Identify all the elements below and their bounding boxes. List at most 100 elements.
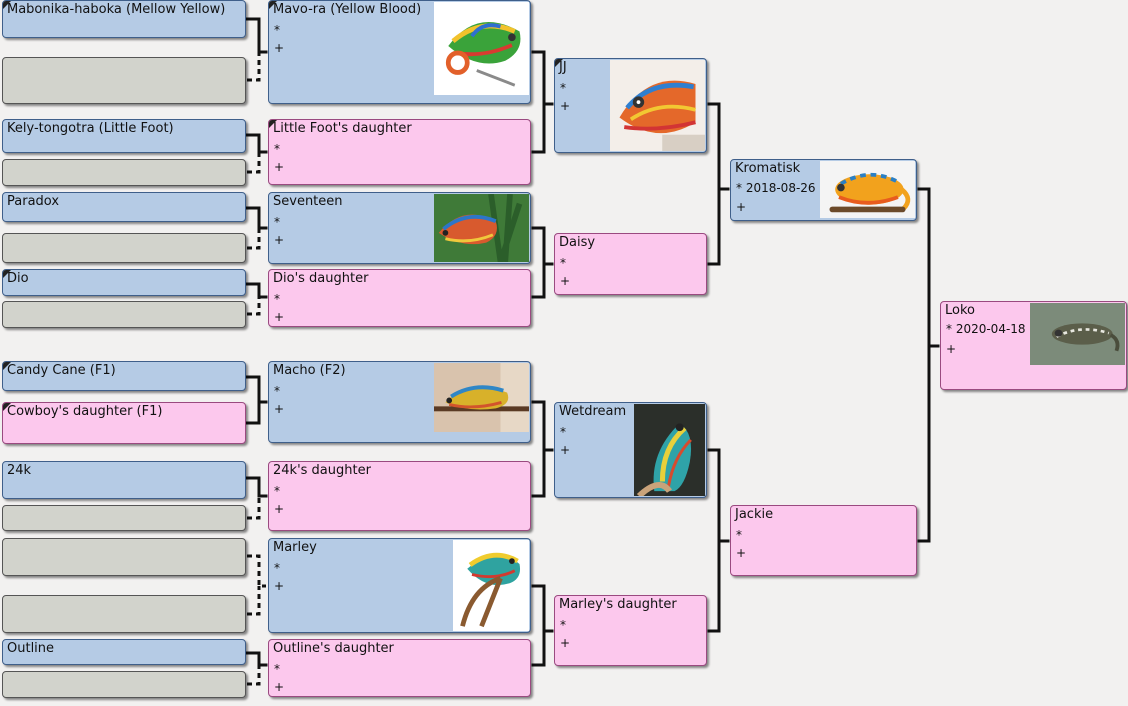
chameleon-photo <box>634 404 705 496</box>
person-name: Outline's daughter <box>273 641 394 656</box>
person-name: Marley <box>273 540 317 555</box>
birth-date: * 2020-04-18 <box>946 322 1026 336</box>
person-name: Marley's daughter <box>559 597 677 612</box>
birth-date: * 2018-08-26 <box>736 181 816 195</box>
person-card-candycane[interactable]: Candy Cane (F1) <box>2 361 246 391</box>
death-date: + <box>736 200 747 214</box>
person-name: 24k's daughter <box>273 463 371 478</box>
unknown-parent-card[interactable] <box>2 595 246 633</box>
person-card-24k[interactable]: 24k <box>2 461 246 499</box>
person-name: Jackie <box>735 507 774 522</box>
unknown-parent-card[interactable] <box>2 57 246 104</box>
unknown-parent-card[interactable] <box>2 159 246 186</box>
person-name: Candy Cane (F1) <box>7 363 116 378</box>
person-name: Little Foot's daughter <box>273 121 412 136</box>
birth-date: * <box>560 256 566 270</box>
person-card-outlines-daughter[interactable]: Outline's daughter * + <box>268 639 531 697</box>
death-date: + <box>560 443 571 457</box>
death-date: + <box>274 160 285 174</box>
death-date: + <box>274 579 285 593</box>
person-card-dio[interactable]: Dio <box>2 269 246 296</box>
chameleon-photo <box>434 194 529 262</box>
person-card-mavora[interactable]: Mavo-ra (Yellow Blood) * + <box>268 0 531 104</box>
person-name: 24k <box>7 463 32 478</box>
expand-corner-icon[interactable] <box>3 1 11 9</box>
person-name: Kromatisk <box>735 161 801 176</box>
person-card-jackie[interactable]: Jackie * + <box>730 505 917 576</box>
person-card-loko[interactable]: Loko * 2020-04-18 + <box>940 301 1127 390</box>
person-name: Dio <box>7 271 29 286</box>
birth-date: * <box>274 215 280 229</box>
death-date: + <box>274 502 285 516</box>
birth-date: * <box>560 425 566 439</box>
chameleon-photo <box>1030 303 1125 365</box>
death-date: + <box>560 99 571 113</box>
chameleon-photo <box>453 540 529 631</box>
expand-corner-icon[interactable] <box>3 270 11 278</box>
unknown-parent-card[interactable] <box>2 538 246 576</box>
death-date: + <box>946 342 957 356</box>
person-name: Daisy <box>559 235 596 250</box>
unknown-parent-card[interactable] <box>2 505 246 531</box>
unknown-parent-card[interactable] <box>2 233 246 263</box>
birth-date: * <box>274 142 280 156</box>
birth-date: * <box>274 384 280 398</box>
person-card-paradox[interactable]: Paradox <box>2 192 246 222</box>
birth-date: * <box>274 484 280 498</box>
person-card-kromatisk[interactable]: Kromatisk * 2018-08-26 + <box>730 159 917 221</box>
person-card-littlefoots-daughter[interactable]: Little Foot's daughter * + <box>268 119 531 185</box>
birth-date: * <box>274 561 280 575</box>
person-card-wetdream[interactable]: Wetdream * + <box>554 402 707 498</box>
chameleon-photo <box>820 161 915 218</box>
birth-date: * <box>274 292 280 306</box>
expand-corner-icon[interactable] <box>555 59 563 67</box>
person-card-jj[interactable]: JJ * + <box>554 58 707 153</box>
person-card-marleys-daughter[interactable]: Marley's daughter * + <box>554 595 707 666</box>
chameleon-photo <box>610 60 705 151</box>
person-name: Paradox <box>7 194 60 209</box>
birth-date: * <box>560 81 566 95</box>
person-card-daisy[interactable]: Daisy * + <box>554 233 707 295</box>
person-card-dios-daughter[interactable]: Dio's daughter * + <box>268 269 531 327</box>
person-name: JJ <box>559 60 567 75</box>
birth-date: * <box>274 662 280 676</box>
expand-corner-icon[interactable] <box>269 1 277 9</box>
death-date: + <box>736 546 747 560</box>
chameleon-photo <box>434 363 529 432</box>
death-date: + <box>274 310 285 324</box>
person-name: Mavo-ra (Yellow Blood) <box>273 2 422 17</box>
person-card-cowboys-daughter[interactable]: Cowboy's daughter (F1) <box>2 402 246 444</box>
unknown-parent-card[interactable] <box>2 671 246 698</box>
person-card-seventeen[interactable]: Seventeen * + <box>268 192 531 264</box>
death-date: + <box>274 680 285 694</box>
expand-corner-icon[interactable] <box>3 403 11 411</box>
person-card-24k-daughter[interactable]: 24k's daughter * + <box>268 461 531 531</box>
chameleon-photo <box>434 2 529 95</box>
person-name: Seventeen <box>273 194 343 209</box>
person-name: Outline <box>7 641 55 656</box>
expand-corner-icon[interactable] <box>3 362 11 370</box>
person-name: Macho (F2) <box>273 363 346 378</box>
death-date: + <box>560 274 571 288</box>
expand-corner-icon[interactable] <box>269 120 277 128</box>
person-name: Wetdream <box>559 404 627 419</box>
person-name: Mabonika-haboka (Mellow Yellow) <box>7 2 226 17</box>
person-card-mabonika[interactable]: Mabonika-haboka (Mellow Yellow) <box>2 0 246 38</box>
birth-date: * <box>274 23 280 37</box>
person-name: Kely-tongotra (Little Foot) <box>7 121 174 136</box>
person-card-kely[interactable]: Kely-tongotra (Little Foot) <box>2 119 246 153</box>
person-card-marley[interactable]: Marley * + <box>268 538 531 633</box>
person-name: Cowboy's daughter (F1) <box>7 404 163 419</box>
person-card-outline[interactable]: Outline <box>2 639 246 665</box>
death-date: + <box>274 41 285 55</box>
birth-date: * <box>736 528 742 542</box>
person-name: Loko <box>945 303 975 318</box>
death-date: + <box>274 233 285 247</box>
unknown-parent-card[interactable] <box>2 301 246 328</box>
birth-date: * <box>560 618 566 632</box>
person-name: Dio's daughter <box>273 271 369 286</box>
death-date: + <box>274 402 285 416</box>
person-card-macho[interactable]: Macho (F2) * + <box>268 361 531 443</box>
death-date: + <box>560 636 571 650</box>
